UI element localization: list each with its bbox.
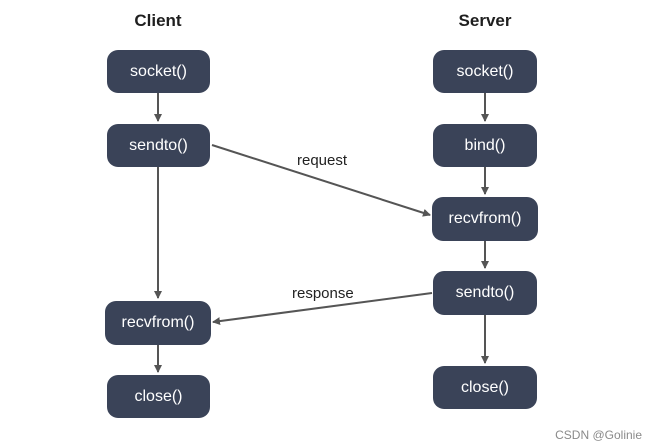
server-title: Server [458,11,512,30]
client-title: Client [134,11,182,30]
watermark: CSDN @Golinie [555,428,642,442]
request-label: request [297,152,348,169]
client-close-node: close() [107,375,210,418]
server-recvfrom-node: recvfrom() [432,197,538,241]
server-socket-node: socket() [433,50,537,93]
client-socket-node: socket() [107,50,210,93]
server-close-node: close() [433,366,537,409]
arrow-request [211,144,431,217]
client-sendto-node: sendto() [107,124,210,167]
client-recvfrom-node: recvfrom() [105,301,211,345]
arrow-response [212,292,433,326]
server-sendto-node: sendto() [433,271,537,315]
server-bind-node: bind() [433,124,537,167]
response-label: response [292,285,354,302]
